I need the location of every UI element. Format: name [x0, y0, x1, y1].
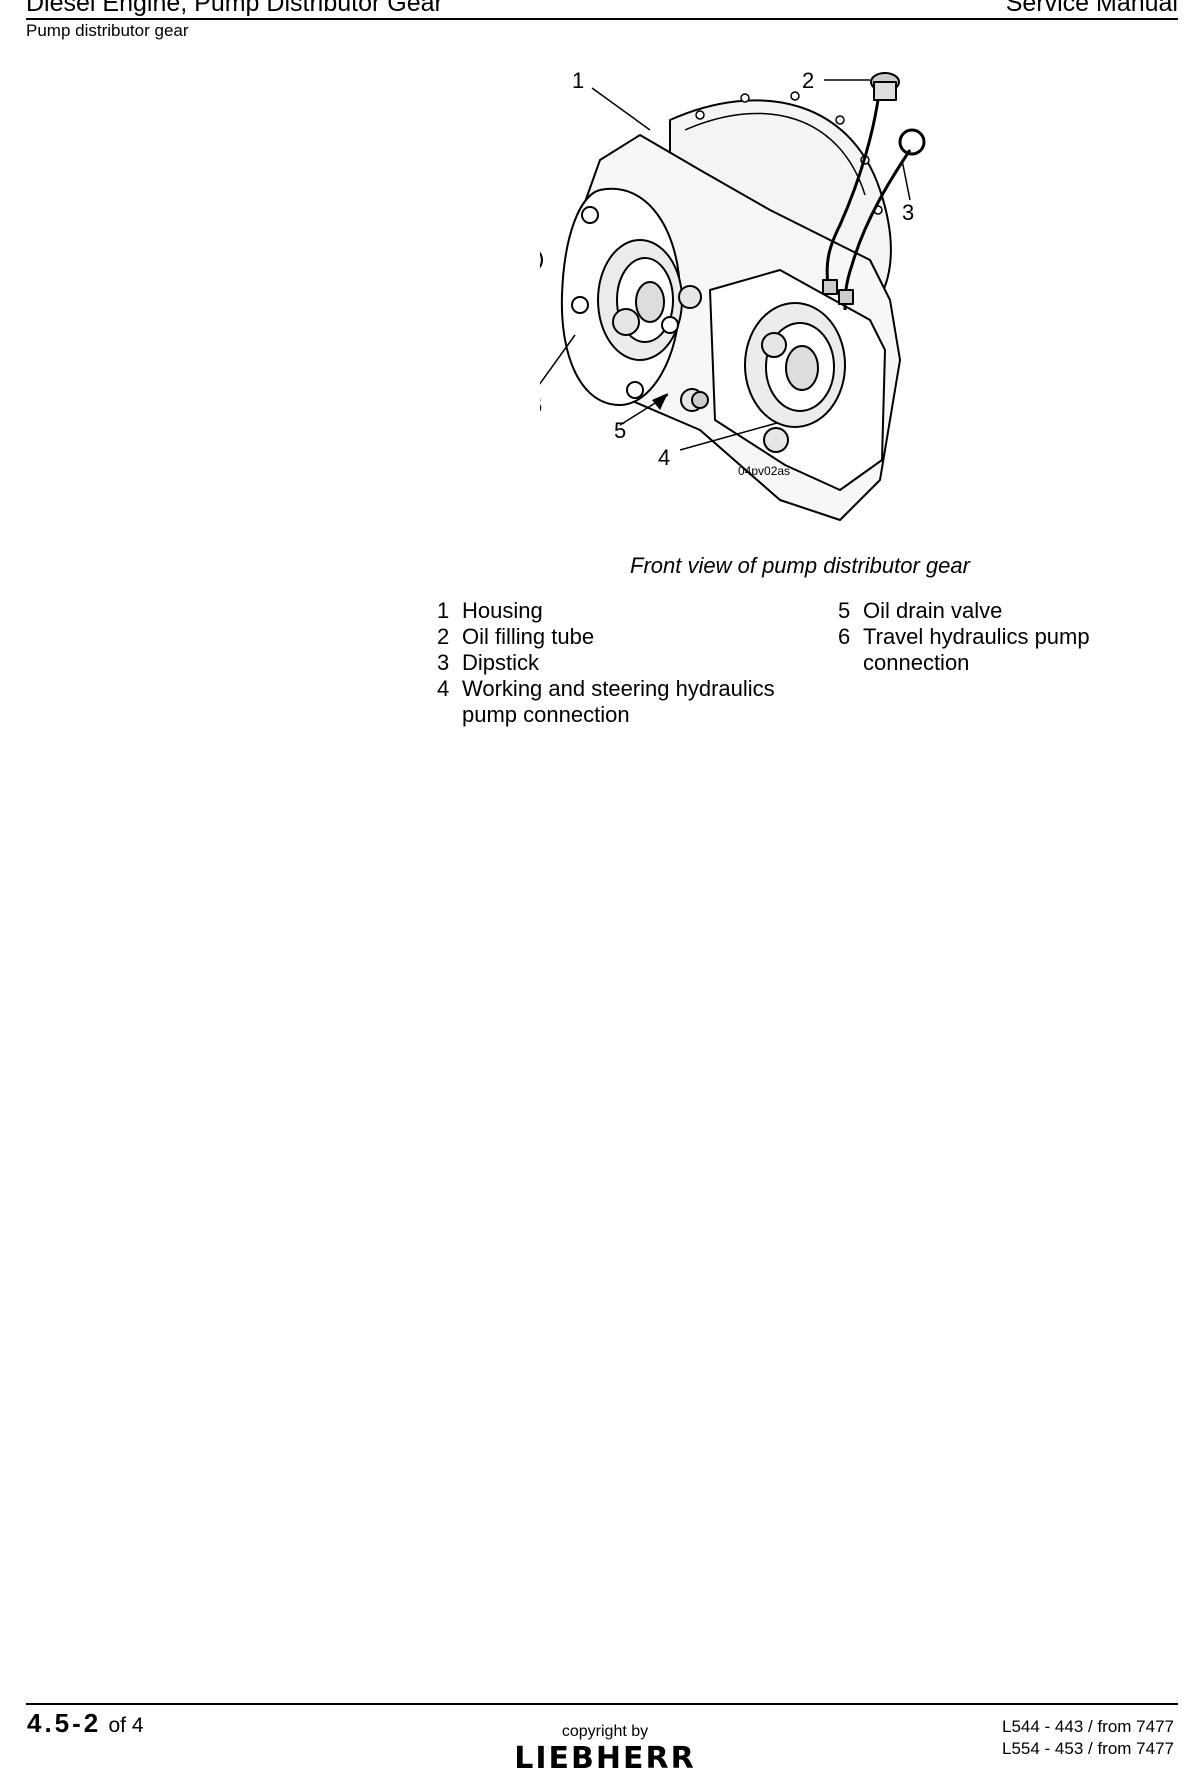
callout-4: 4: [658, 445, 670, 470]
legend-label: Oil drain valve: [863, 598, 1003, 623]
model-info: L544 - 443 / from 7477 L554 - 453 / from…: [1002, 1716, 1174, 1760]
model-line: L544 - 443 / from 7477: [1001, 1717, 1174, 1736]
callout-5: 5: [614, 418, 626, 443]
legend-number: 1: [437, 598, 450, 623]
pump-distributor-gear-illustration: 1 2 3 4 5 6 04pv02as: [540, 68, 926, 521]
legend-column-1: 1 Housing 2 Oil filling tube 3 Dipstick …: [437, 598, 817, 728]
image-code: 04pv02as: [738, 464, 790, 478]
callout-1: 1: [572, 68, 584, 93]
liebherr-logo: LIEBHERR: [514, 1741, 696, 1776]
legend-number: 6: [838, 624, 851, 649]
legend-column-2: 5 Oil drain valve 6 Travel hydraulics pu…: [838, 598, 1138, 676]
header-divider: [26, 18, 1178, 20]
legend-item: 6 Travel hydraulics pump connection: [838, 624, 1138, 676]
legend-item: 1 Housing: [437, 598, 817, 624]
callout-6: 6: [540, 393, 542, 418]
manual-type: Service Manual: [1005, 0, 1178, 17]
legend-number: 5: [838, 598, 851, 623]
legend-item: 5 Oil drain valve: [838, 598, 1138, 624]
legend-item: 3 Dipstick: [437, 650, 817, 676]
page-total: of 4: [108, 1714, 144, 1737]
legend-number: 3: [437, 650, 450, 675]
legend-item: 2 Oil filling tube: [437, 624, 817, 650]
legend-label: Dipstick: [462, 650, 540, 675]
copyright-notice: copyright by: [561, 1723, 649, 1740]
callout-3: 3: [902, 200, 914, 225]
model-line: L554 - 453 / from 7477: [1001, 1739, 1174, 1758]
section-subtitle: Pump distributor gear: [26, 21, 189, 40]
callout-2: 2: [802, 68, 814, 93]
oil-filling-tube: [825, 84, 882, 286]
legend-label: Housing: [462, 598, 543, 623]
legend-number: 4: [437, 676, 450, 701]
figure-caption: Front view of pump distributor gear: [630, 553, 970, 578]
footer-divider: [26, 1703, 1178, 1705]
page-number: 4.5-2 of 4: [27, 1708, 144, 1741]
legend-number: 2: [437, 624, 450, 649]
page-id: 4.5-2: [27, 1708, 102, 1738]
legend-item: 4 Working and steering hydraulics pump c…: [437, 676, 817, 728]
legend-label: Working and steering hydraulics pump con…: [462, 676, 775, 727]
legend-label: Oil filling tube: [462, 624, 595, 649]
document-title: Diesel Engine, Pump Distributor Gear: [26, 0, 443, 17]
legend-label: Travel hydraulics pump connection: [863, 624, 1090, 675]
